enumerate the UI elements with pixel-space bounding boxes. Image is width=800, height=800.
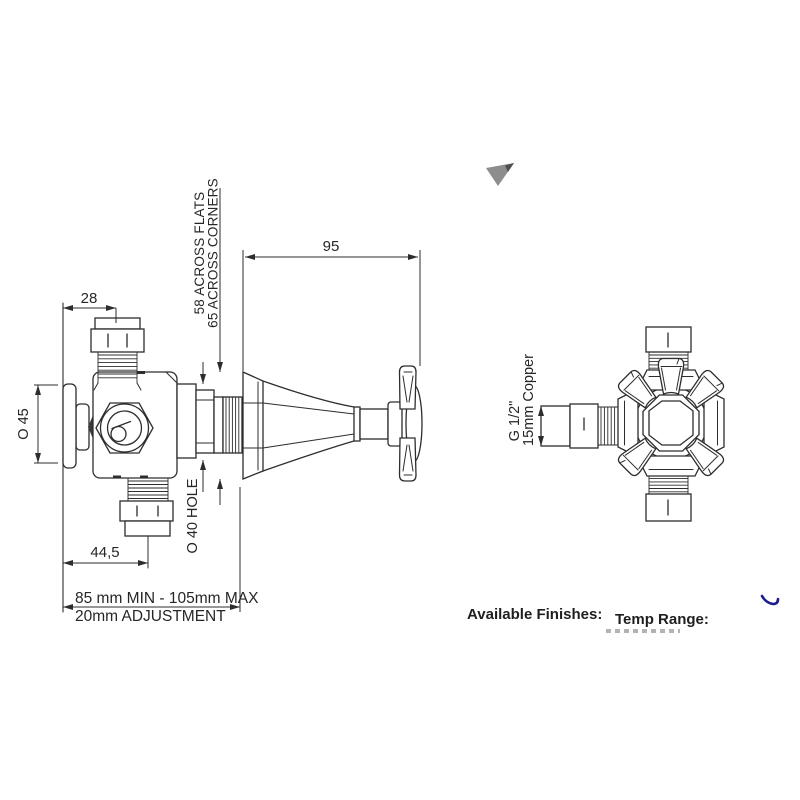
dim-min-max-label: 85 mm MIN - 105mm MAX (75, 590, 259, 607)
scan-artifacts (486, 163, 780, 606)
dim-pipe-label: 15mm Copper (521, 354, 537, 446)
front-view-drawing (540, 326, 727, 522)
dim-across-corners-label: 65 ACROSS CORNERS (206, 178, 221, 328)
front-bottom-fitting (645, 468, 692, 522)
handle-side (387, 365, 423, 482)
dim-44-5-label: 44,5 (90, 544, 119, 561)
side-view-dimensions (34, 188, 421, 612)
dim-o40-hole-label: O 40 HOLE (185, 478, 201, 553)
handle-hub-octagon (642, 394, 700, 452)
dim-across-flats-label: 58 ACROSS FLATS (192, 192, 207, 315)
side-view-drawing (62, 302, 423, 613)
dim-thread-label: G 1/2" (507, 401, 523, 442)
outlet-connector (176, 383, 243, 459)
navy-mark-artifact (760, 594, 780, 606)
handle-cone (262, 380, 389, 472)
dim-adjustment-label: 20mm ADJUSTMENT (75, 608, 226, 625)
dim-o45-label: O 45 (16, 408, 32, 439)
available-finishes-label: Available Finishes: (467, 606, 603, 623)
handle-spoke (657, 357, 685, 395)
bottom-compression-fitting (119, 477, 174, 569)
escutcheon-side (242, 370, 264, 480)
cutoff-text-remnant (606, 629, 680, 633)
front-left-fitting (540, 403, 623, 449)
dim-95-label: 95 (323, 238, 340, 255)
temp-range-label: Temp Range: (615, 611, 709, 628)
front-view-dimensions (538, 406, 544, 446)
dim-28-label: 28 (81, 290, 98, 307)
top-compression-fitting (90, 317, 145, 391)
